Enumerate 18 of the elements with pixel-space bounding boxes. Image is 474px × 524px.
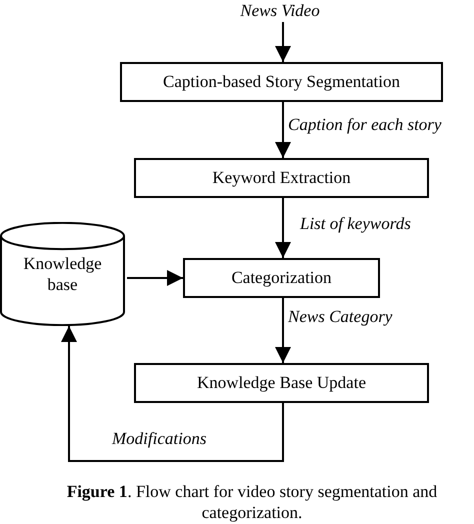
node-label: Knowledge Base Update (196, 372, 366, 394)
arrow (275, 298, 291, 363)
arrow (61, 326, 284, 462)
arrow (275, 22, 291, 62)
figure-caption: Figure 1. Flow chart for video story segmentation and categorization. (66, 481, 438, 524)
arrow (275, 102, 291, 158)
node-label: Keyword Extraction (212, 167, 351, 189)
node-label: Categorization (231, 267, 332, 289)
arrow (275, 198, 291, 258)
arrow (127, 270, 183, 286)
database-cylinder (0, 222, 125, 326)
process-box (134, 363, 429, 403)
input-label: News Video (240, 0, 320, 22)
node-label: Knowledge base (22, 252, 103, 296)
process-box (183, 258, 380, 298)
process-box (120, 62, 443, 102)
node-label: Caption-based Story Segmentation (162, 71, 400, 93)
process-box (134, 158, 429, 198)
